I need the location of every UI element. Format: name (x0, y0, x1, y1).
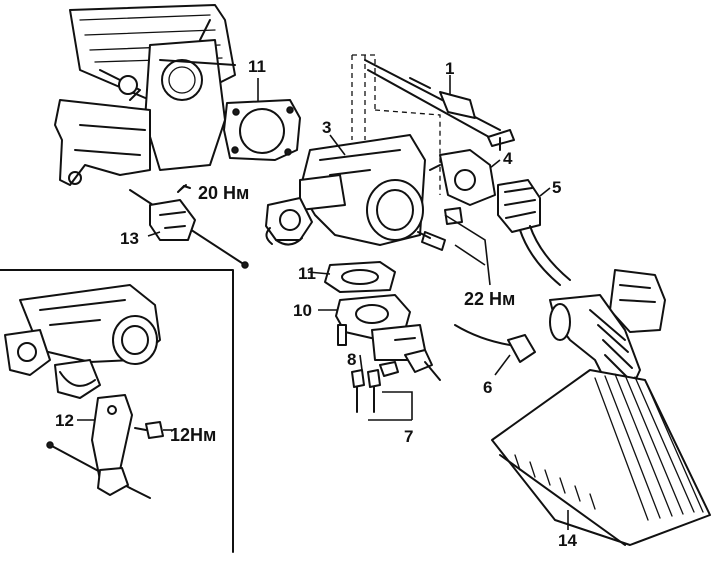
torque-22-nm: 22 Нм (464, 289, 515, 309)
screws-22 (417, 214, 491, 286)
callout-3: 3 (322, 118, 331, 137)
sensor-4 (429, 149, 496, 225)
iac-valve-10 (335, 294, 426, 377)
gasket-11-lower (324, 261, 396, 293)
harness-1 (364, 59, 515, 151)
callout-10: 10 (293, 301, 312, 320)
connector-6 (454, 324, 536, 363)
gasket-11-upper (223, 99, 301, 161)
connector-near-8 (404, 349, 441, 381)
callout-5: 5 (552, 178, 561, 197)
callout-12: 12 (55, 411, 74, 430)
callout-4: 4 (503, 149, 513, 168)
air-cleaner-14 (491, 269, 711, 546)
torque-20-nm: 20 Нм (198, 183, 249, 203)
callout-1: 1 (445, 59, 454, 78)
cable-13 (129, 185, 249, 269)
connector-5 (497, 179, 571, 286)
bolt-12 (134, 421, 172, 439)
bolt-20 (179, 184, 191, 191)
throttle-body (265, 54, 441, 246)
torque-12-nm: 12Нм (170, 425, 216, 445)
callout-11-upper: 11 (248, 57, 266, 76)
bracket-12 (46, 394, 151, 499)
callout-8: 8 (347, 350, 356, 369)
callout-6: 6 (483, 378, 492, 397)
intake-manifold (54, 4, 236, 186)
callout-14: 14 (558, 531, 577, 550)
inset-panel (0, 269, 234, 553)
bolts-7 (351, 369, 413, 421)
callout-7: 7 (404, 427, 413, 446)
throttle-body-inset (4, 284, 161, 399)
callout-13: 13 (120, 229, 139, 248)
callout-11-lower: 11 (298, 264, 316, 283)
